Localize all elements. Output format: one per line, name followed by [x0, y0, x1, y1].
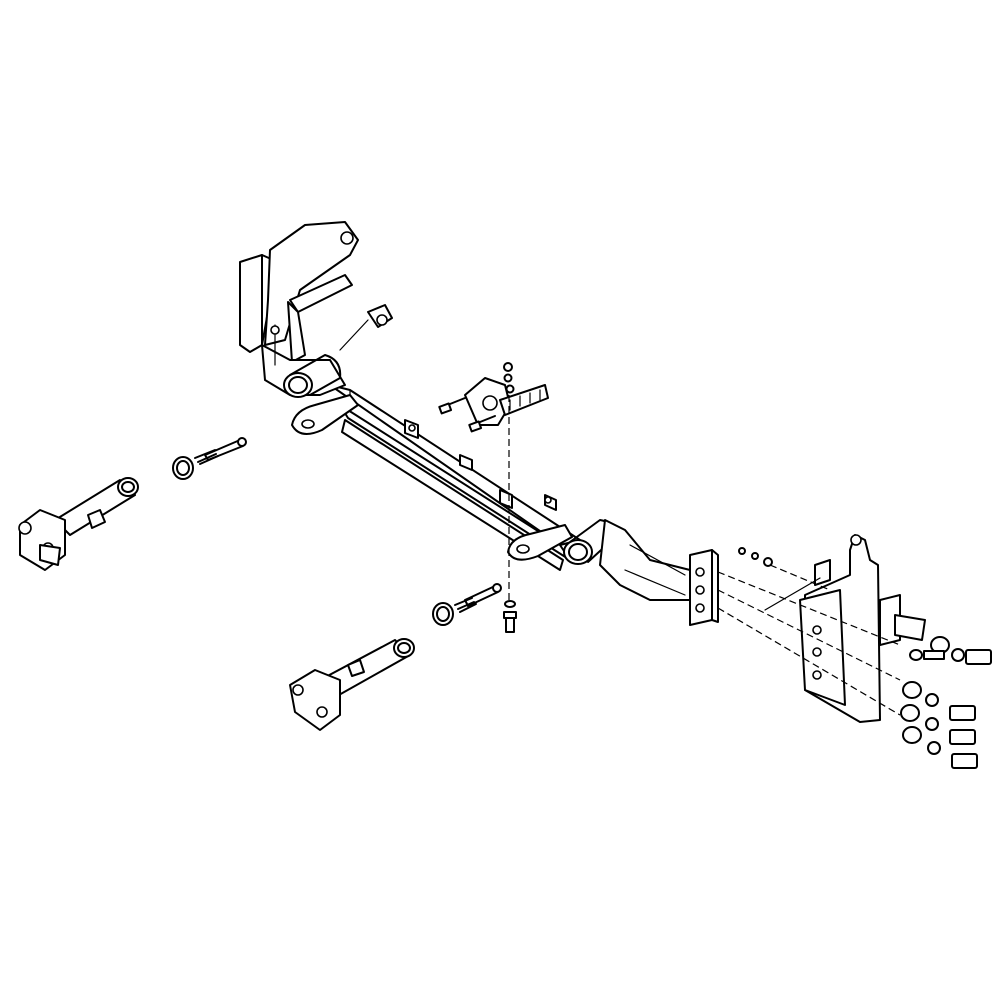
left-upper-bracket — [239, 221, 393, 396]
left-receiver-tube — [283, 354, 342, 398]
lower-lock-pin — [454, 583, 502, 613]
right-side-plate — [689, 549, 719, 626]
center-vertical-bolt — [503, 395, 517, 633]
center-bracket — [438, 362, 549, 433]
lower-spring-clip — [432, 602, 454, 626]
left-tow-tab — [291, 394, 359, 435]
main-crossbar — [329, 384, 581, 571]
right-tow-tab — [507, 524, 573, 561]
upper-lock-pin — [194, 437, 247, 465]
right-receiver-tube — [563, 519, 691, 601]
left-tow-arm — [18, 477, 139, 571]
assembly-guide-lines — [717, 564, 901, 716]
right-inner-plate — [764, 534, 926, 723]
upper-spring-clip — [172, 456, 194, 480]
right-hardware-set — [738, 547, 992, 769]
lower-tow-arm — [289, 638, 415, 731]
